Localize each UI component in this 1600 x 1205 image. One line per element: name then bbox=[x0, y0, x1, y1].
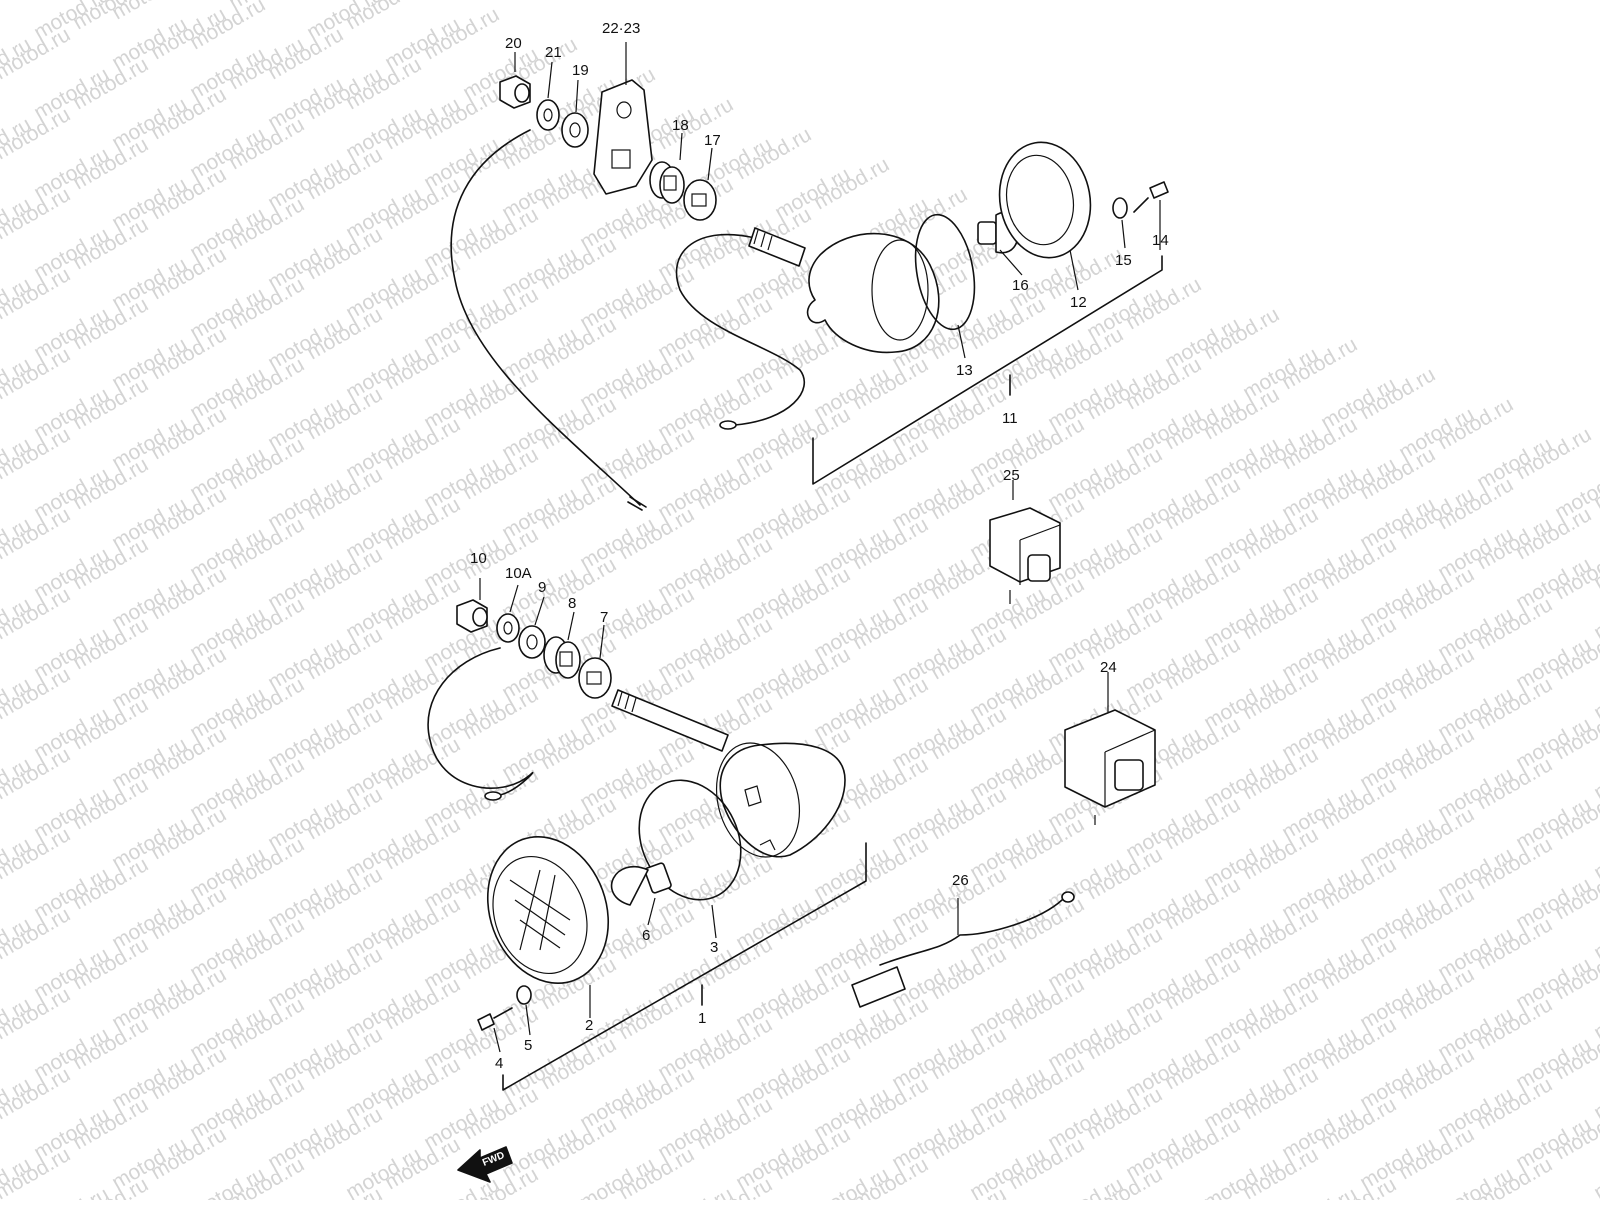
part-13-gasket bbox=[914, 213, 976, 331]
callout-16: 16 bbox=[1012, 277, 1029, 294]
part-19-washer bbox=[561, 112, 589, 148]
part-26-wiring-tag bbox=[851, 891, 1075, 1008]
callout-4: 4 bbox=[495, 1055, 503, 1072]
watermark-text: motod.ru bbox=[1590, 663, 1600, 724]
part-5-washer bbox=[516, 985, 532, 1005]
callout-9: 9 bbox=[538, 579, 546, 596]
callout-5: 5 bbox=[524, 1037, 532, 1054]
part-24-relay bbox=[1064, 672, 1156, 825]
callout-18: 18 bbox=[672, 117, 689, 134]
callout-19: 19 bbox=[572, 62, 589, 79]
part-2-lens bbox=[486, 835, 610, 985]
upper-turn-signal-assembly bbox=[450, 75, 1169, 511]
upper-wire-end bbox=[627, 496, 647, 511]
part-14-screw bbox=[1133, 181, 1169, 213]
part-7-cap bbox=[578, 657, 612, 699]
part-4-screw bbox=[477, 1007, 513, 1031]
callout-21: 21 bbox=[545, 44, 562, 61]
upper-short-wire-terminal bbox=[719, 420, 737, 430]
callout-10a: 10A bbox=[505, 565, 532, 582]
lower-turn-signal-assembly bbox=[427, 599, 867, 1091]
watermark-text: motod.ru bbox=[576, 1153, 659, 1200]
watermark-text: motod.ru bbox=[264, 0, 347, 4]
fwd-arrow: FWD bbox=[457, 1146, 513, 1183]
callout-1: 1 bbox=[698, 1010, 706, 1027]
part-18-collar bbox=[649, 161, 685, 204]
watermark-text: motod.ru bbox=[1044, 1173, 1127, 1200]
watermark-text: motod.ru bbox=[1590, 823, 1600, 884]
part-25-relay bbox=[989, 480, 1061, 604]
watermark-text: motod.ru bbox=[1590, 583, 1600, 644]
upper-leader-lines bbox=[514, 42, 1161, 359]
callout-3: 3 bbox=[710, 939, 718, 956]
part-12-lens bbox=[998, 141, 1092, 259]
part-6-bulb bbox=[610, 862, 672, 906]
callout-labels: 20 21 19 22·23 18 17 14 15 16 12 13 11 2… bbox=[470, 20, 1169, 1072]
part-15-washer bbox=[1112, 197, 1128, 219]
callout-20: 20 bbox=[505, 35, 522, 52]
part-8-collar bbox=[543, 636, 581, 679]
lower-wire-terminal bbox=[484, 791, 502, 801]
lower-leader-lines bbox=[479, 578, 717, 1053]
watermark-text: motod.ru bbox=[420, 1173, 503, 1200]
watermark-text: motod.ru bbox=[654, 1183, 737, 1200]
watermark-text: motod.ru bbox=[1200, 1153, 1283, 1200]
callout-12: 12 bbox=[1070, 294, 1087, 311]
part-21-washer bbox=[536, 99, 560, 131]
callout-8: 8 bbox=[568, 595, 576, 612]
watermark-text: motod.ru bbox=[1590, 1143, 1600, 1200]
part-10-nut bbox=[456, 599, 488, 633]
part-1-housing bbox=[611, 689, 846, 858]
callout-17: 17 bbox=[704, 132, 721, 149]
part-20-nut bbox=[499, 75, 531, 109]
callout-25: 25 bbox=[1003, 467, 1020, 484]
callout-10: 10 bbox=[470, 550, 487, 567]
callout-13: 13 bbox=[956, 362, 973, 379]
watermark-text: motod.ru bbox=[1590, 903, 1600, 964]
upper-long-wire bbox=[450, 129, 641, 506]
bracket-line-1 bbox=[502, 842, 867, 1091]
callout-7: 7 bbox=[600, 609, 608, 626]
part-10a-washer bbox=[496, 613, 520, 643]
upper-short-wire bbox=[675, 233, 806, 426]
callout-14: 14 bbox=[1152, 232, 1169, 249]
part-17-cap bbox=[683, 179, 717, 221]
watermark-text: motod.ru bbox=[0, 0, 74, 4]
part-22-23-bracket bbox=[593, 79, 653, 195]
lower-wire bbox=[427, 647, 534, 796]
callout-15: 15 bbox=[1115, 252, 1132, 269]
watermark-text: motod.ru bbox=[1590, 1063, 1600, 1124]
watermark-text: motod.ru bbox=[1278, 1183, 1361, 1200]
callout-6: 6 bbox=[642, 927, 650, 944]
bracket-line-11 bbox=[812, 255, 1163, 485]
watermark-text: motod.ru bbox=[30, 1183, 113, 1200]
callout-2: 2 bbox=[585, 1017, 593, 1034]
callout-24: 24 bbox=[1100, 659, 1117, 676]
callout-22-23: 22·23 bbox=[602, 20, 640, 37]
callout-26: 26 bbox=[952, 872, 969, 889]
part-9-washer bbox=[518, 625, 546, 659]
watermark-text: motod.ru bbox=[1590, 983, 1600, 1044]
watermark-text: motod.ru bbox=[1590, 743, 1600, 804]
callout-11: 11 bbox=[1002, 410, 1018, 427]
part-11-housing bbox=[748, 227, 940, 354]
part-3-gasket bbox=[638, 779, 742, 901]
